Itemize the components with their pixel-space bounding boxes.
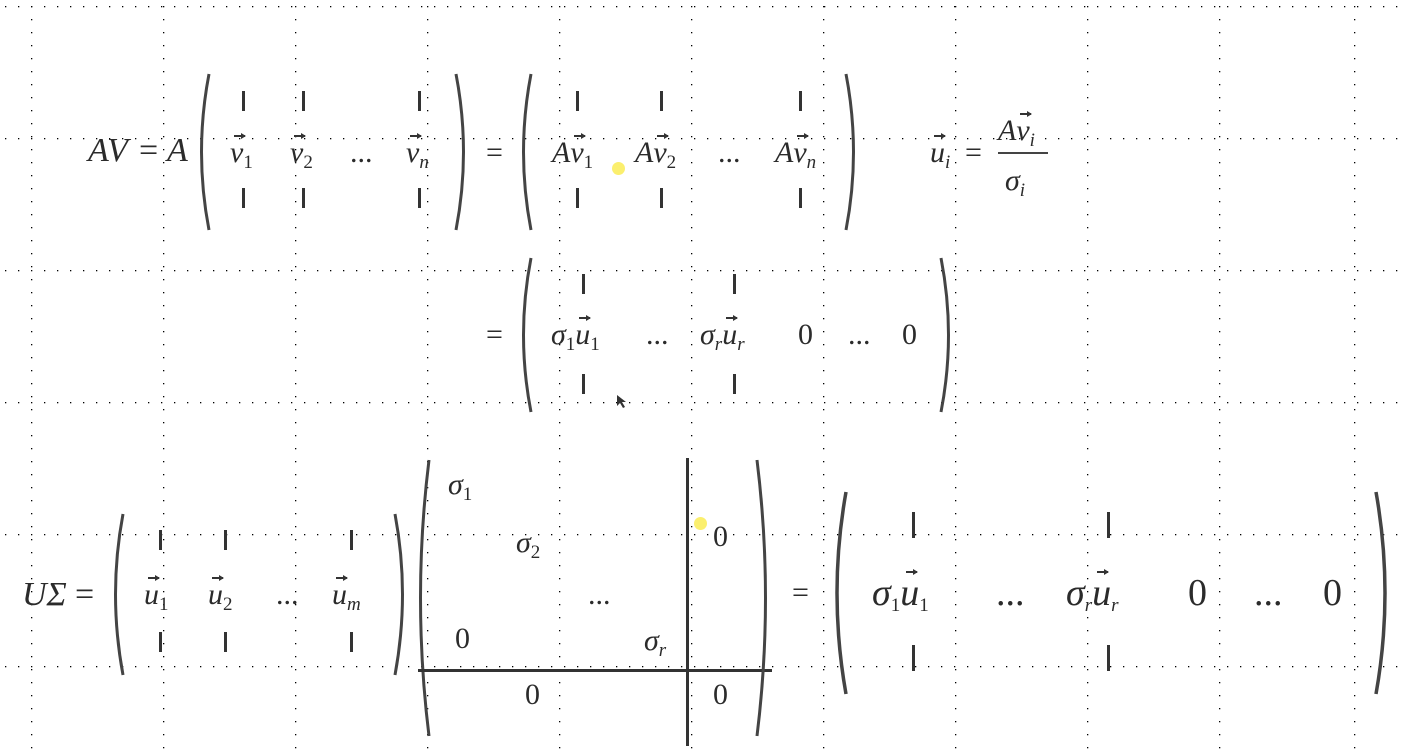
column-avn: Avn: [775, 133, 817, 173]
equals-sign: =: [75, 576, 95, 613]
zero: 0: [713, 520, 728, 553]
column-bar: [242, 91, 245, 111]
zero: 0: [1188, 572, 1207, 614]
sigmar-ur: σrur: [700, 315, 745, 355]
left-paren: [522, 73, 533, 231]
column-bar: [350, 530, 353, 550]
column-bar: [242, 188, 245, 208]
column-bar: [576, 91, 579, 111]
numerator-avi: Avi: [998, 111, 1035, 151]
column-bar: [350, 632, 353, 652]
column-bar: [660, 91, 663, 111]
left-paren: [419, 459, 431, 737]
column-bar: [799, 91, 802, 111]
vector-u2: u2: [208, 575, 233, 615]
sigmar-ur: σrur: [1066, 569, 1119, 616]
column-bar: [159, 530, 162, 550]
vector-u1: u1: [144, 575, 169, 615]
right-paren: [844, 73, 855, 231]
zero: 0: [455, 622, 470, 655]
left-paren: [835, 491, 848, 695]
column-bar: [418, 91, 421, 111]
column-bar: [224, 530, 227, 550]
zero: 0: [902, 318, 917, 351]
ellipsis: ...: [1254, 572, 1283, 614]
lhs-av: AV: [88, 132, 128, 169]
sigma-1: σ1: [448, 468, 473, 505]
right-paren: [393, 513, 404, 676]
right-paren: [939, 257, 950, 413]
column-bar: [576, 188, 579, 208]
block-divider-horizontal: [418, 669, 772, 672]
ellipsis: ...: [276, 578, 299, 611]
column-bar: [733, 274, 736, 294]
sigma-r: σr: [644, 624, 667, 661]
sigma1-u1: σ1u1: [872, 569, 929, 616]
zero: 0: [798, 318, 813, 351]
left-paren: [114, 513, 125, 676]
right-paren: [454, 73, 465, 231]
column-bar: [1107, 512, 1110, 538]
fraction-bar: [998, 152, 1048, 154]
vector-v1: v1: [230, 133, 253, 173]
column-bar: [224, 632, 227, 652]
ellipsis: ...: [996, 572, 1025, 614]
column-bar: [733, 374, 736, 394]
column-bar: [799, 188, 802, 208]
vector-um: um: [332, 575, 361, 615]
denominator-sigma-i: σi: [1005, 164, 1026, 201]
ellipsis: ...: [588, 578, 611, 611]
column-bar: [912, 645, 915, 671]
column-bar: [660, 188, 663, 208]
mouse-cursor-icon: [617, 395, 626, 408]
column-bar: [159, 632, 162, 652]
column-av2: Av2: [635, 133, 677, 173]
zero: 0: [713, 678, 728, 711]
left-paren: [522, 257, 533, 413]
ellipsis: ...: [718, 136, 741, 169]
block-divider-vertical: [686, 458, 689, 746]
column-bar: [302, 188, 305, 208]
lhs-u-sigma: UΣ: [22, 576, 67, 613]
column-bar: [912, 512, 915, 538]
equals-sign: =: [965, 136, 982, 169]
zero: 0: [1323, 572, 1342, 614]
column-bar: [582, 274, 585, 294]
column-bar: [302, 91, 305, 111]
ellipsis: ...: [848, 318, 871, 351]
highlight-dot: [612, 162, 625, 175]
vector-vn: vn: [406, 133, 429, 173]
right-paren: [755, 459, 767, 737]
ellipsis: ...: [350, 136, 373, 169]
vector-ui: ui: [930, 133, 951, 173]
column-av1: Av1: [552, 133, 594, 173]
equals-sign: =: [139, 132, 159, 169]
equals-sign: =: [792, 576, 809, 609]
zero: 0: [525, 678, 540, 711]
column-bar: [582, 374, 585, 394]
equals-sign: =: [486, 136, 503, 169]
sigma1-u1: σ1u1: [551, 315, 600, 355]
column-bar: [418, 188, 421, 208]
equals-sign: =: [486, 318, 503, 351]
right-paren: [1374, 491, 1387, 695]
matrix-a: A: [167, 132, 188, 169]
column-bar: [1107, 645, 1110, 671]
highlight-dot: [694, 517, 707, 530]
vector-v2: v2: [290, 133, 313, 173]
sigma-2: σ2: [516, 526, 541, 563]
left-paren: [200, 73, 211, 231]
ellipsis: ...: [646, 318, 669, 351]
